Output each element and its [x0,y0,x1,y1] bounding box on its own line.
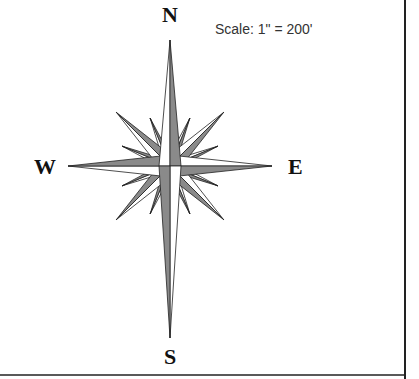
star-point [170,40,181,166]
south-label: S [164,346,176,368]
star-point [68,155,170,166]
star-point [170,166,272,177]
star-point [159,166,170,338]
frame-line [404,0,406,379]
scale-note: Scale: 1" = 200' [215,22,313,36]
frame-line [0,374,405,376]
north-label: N [162,4,178,26]
star-point [159,40,170,166]
compass-star [68,40,272,338]
star-point [68,166,170,177]
west-label: W [34,156,56,178]
star-point [170,155,272,166]
east-label: E [288,156,303,178]
star-point [170,166,181,338]
